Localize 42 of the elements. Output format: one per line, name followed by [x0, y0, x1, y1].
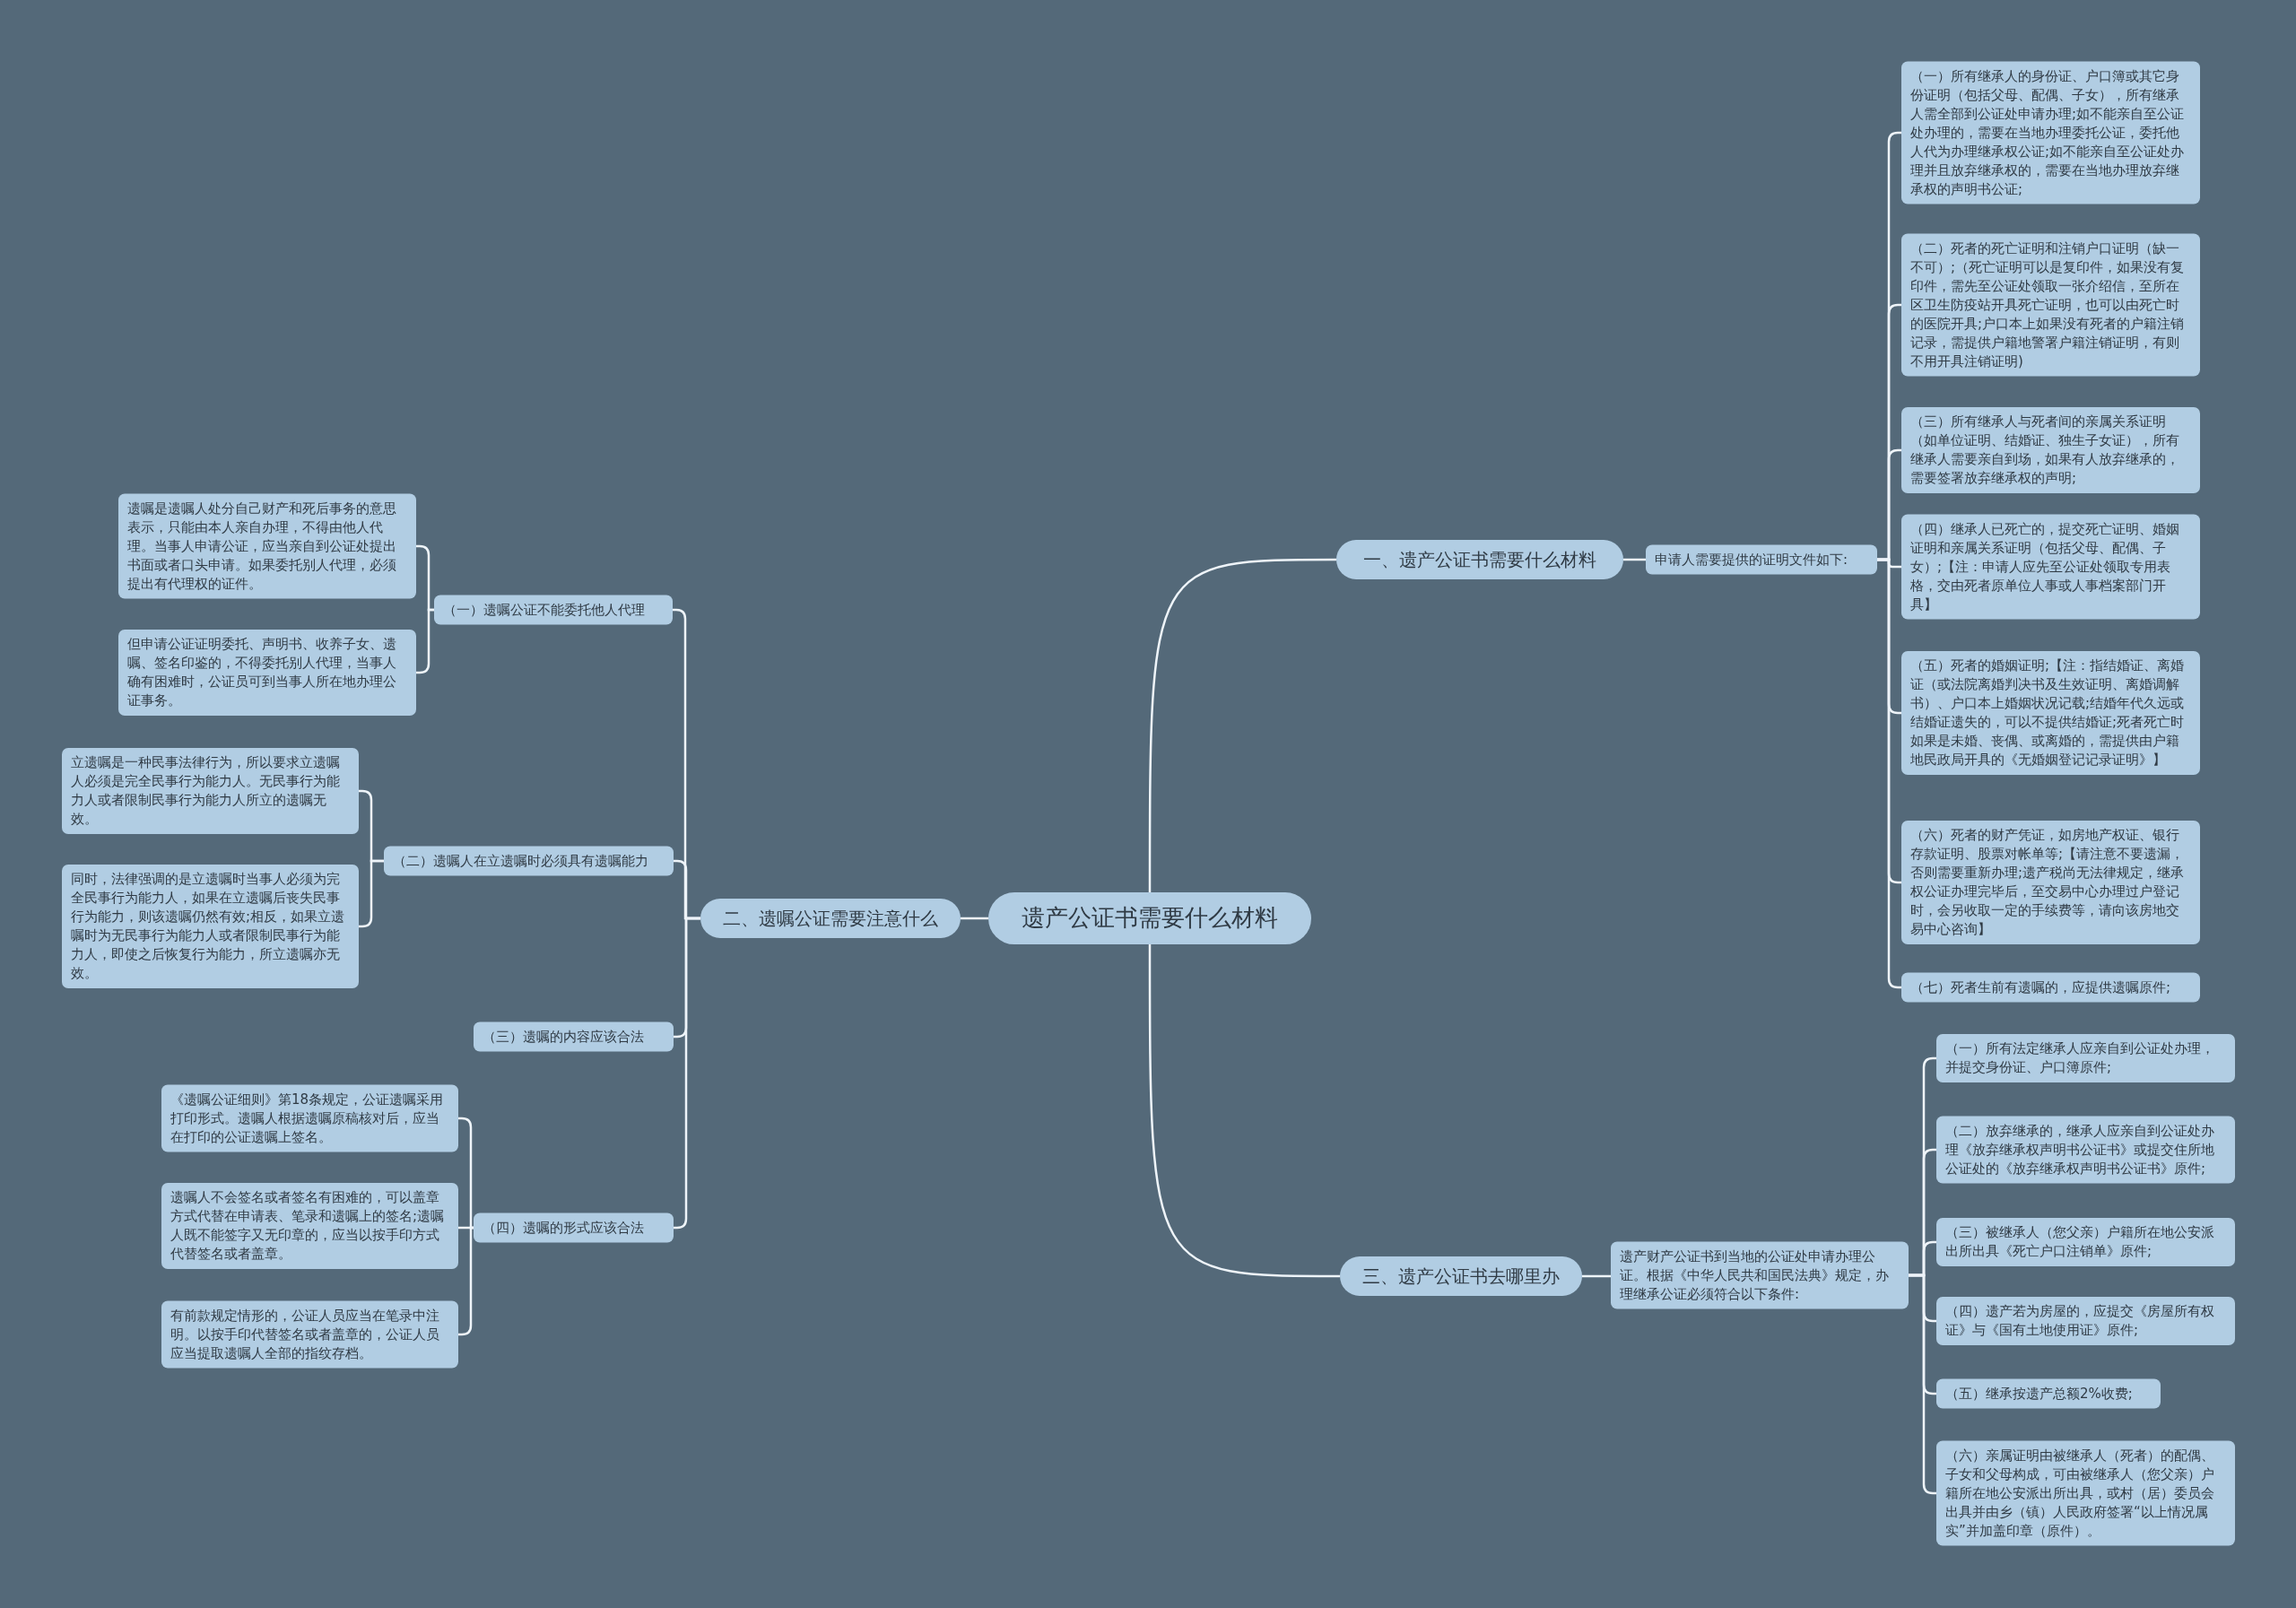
branch-topic: 三、遗产公证书去哪里办	[1340, 1256, 1582, 1296]
topic-box: 立遗嘱是一种民事法律行为，所以要求立遗嘱人必须是完全民事行为能力人。无民事行为能力人或者限制民事行为能力人所立的遗嘱无效。	[62, 748, 359, 834]
topic-box: （三）被继承人（您父亲）户籍所在地公安派出所出具《死亡户口注销单》原件;	[1936, 1218, 2235, 1266]
topic-box: （二）死者的死亡证明和注销户口证明（缺一不可）;（死亡证明可以是复印件，如果没有复印件，需先至公证处领取一张介绍信，至所在区卫生防疫站开具死亡证明，也可以由死亡时的医院开具;户口本上如果没有死者的户籍注销记录，需提供户籍地警署户籍注销证明，有则不用开具注销证明)	[1901, 233, 2200, 377]
topic-box: 申请人需要提供的证明文件如下:	[1646, 544, 1877, 575]
connector-line	[458, 1226, 474, 1336]
branch-topic: 一、遗产公证书需要什么材料	[1336, 540, 1623, 579]
connector-line	[1148, 944, 1340, 1278]
topic-box: 有前款规定情形的，公证人员应当在笔录中注明。以按手印代替签名或者盖章的，公证人员应当提取遗嘱人全部的指纹存档。	[161, 1300, 458, 1369]
connector-line	[1909, 1273, 1936, 1495]
topic-box: 但申请公证证明委托、声明书、收养子女、遗嘱、签名印鉴的，不得委托别人代理，当事人确有困难时，公证员可到当事人所在地办理公证事务。	[118, 630, 416, 716]
topic-box: （六）亲属证明由被继承人（死者）的配偶、子女和父母构成，可由被继承人（您父亲）户籍所在地公安派出所出具，或村（居）委员会出具并由乡（镇）人民政府签署“以上情况属实”并加盖印章（原件）。	[1936, 1440, 2235, 1546]
connector-line	[1877, 558, 1901, 989]
connector-line	[961, 917, 988, 920]
connector-line	[1623, 558, 1646, 561]
topic-box: （一）所有法定继承人应亲自到公证处办理，并提交身份证、户口簿原件;	[1936, 1034, 2235, 1082]
topic-box: 遗产财产公证书到当地的公证处申请办理公证。根据《中华人民共和国民法典》规定，办理继承公证必须符合以下条件:	[1611, 1241, 1909, 1309]
topic-box: （一）遗嘱公证不能委托他人代理	[434, 595, 673, 625]
connector-line	[458, 1117, 474, 1230]
connector-line	[359, 859, 384, 928]
topic-box: （三）所有继承人与死者间的亲属关系证明（如单位证明、结婚证、独生子女证），所有继承人需要亲自到场，如果有人放弃继承的，需要签署放弃继承权的声明;	[1901, 407, 2200, 493]
topic-box: （二）放弃继承的，继承人应亲自到公证处办理《放弃继承权声明书公证书》或提交住所地公证处的《放弃继承权声明书公证书》原件;	[1936, 1116, 2235, 1184]
branch-topic: 二、遗嘱公证需要注意什么	[700, 899, 961, 938]
topic-box: （二）遗嘱人在立遗嘱时必须具有遗嘱能力	[384, 846, 674, 876]
topic-box: （四）遗产若为房屋的，应提交《房屋所有权证》与《国有土地使用证》原件;	[1936, 1297, 2235, 1345]
topic-box: （四）继承人已死亡的，提交死亡证明、婚姻证明和亲属关系证明（包括父母、配偶、子女）;【注：申请人应先至公证处领取专用表格，交由死者原单位人事或人事档案部门开具】	[1901, 514, 2200, 620]
topic-box: （六）死者的财产凭证，如房地产权证、银行存款证明、股票对帐单等;【请注意不要遗漏，否则需要重新办理;遗产税尚无法律规定，继承权公证办理完毕后，至交易中心办理过户登记时，会另收取一定的手续费等，请向该房地交易中心咨询】	[1901, 821, 2200, 944]
connector-line	[1148, 558, 1336, 892]
connector-line	[674, 917, 700, 1230]
connector-line	[1582, 1274, 1611, 1278]
topic-box: （七）死者生前有遗嘱的，应提供遗嘱原件;	[1901, 972, 2200, 1003]
topic-box: 遗嘱人不会签名或者签名有困难的，可以盖章方式代替在申请表、笔录和遗嘱上的签名;遗嘱人既不能签字又无印章的，应当以按手印方式代替签名或者盖章。	[161, 1183, 458, 1269]
topic-box: 遗嘱是遗嘱人处分自己财产和死后事务的意思表示，只能由本人亲自办理，不得由他人代理。当事人申请公证，应当亲自到公证处提出书面或者口头申请。如果委托别人代理，必须提出有代理权的证件。	[118, 493, 416, 599]
topic-box: （三）遗嘱的内容应该合法	[474, 1021, 674, 1052]
topic-box: （五）继承按遗产总额2%收费;	[1936, 1378, 2161, 1409]
topic-box: 同时，法律强调的是立遗嘱时当事人必须为完全民事行为能力人，如果在立遗嘱后丧失民事行为能力，则该遗嘱仍然有效;相反，如果立遗嘱时为无民事行为能力人或者限制民事行为能力人，即使之后恢复行为能力，所立遗嘱亦无效。	[62, 865, 359, 988]
connector-line	[416, 608, 434, 674]
topic-box: （一）所有继承人的身份证、户口簿或其它身份证明（包括父母、配偶、子女），所有继承人需全部到公证处申请办理;如不能亲自至公证处办理的，需要在当地办理委托公证，委托他人代为办理继承权公证;如不能亲自至公证处办理并且放弃继承权的，需要在当地办理放弃继承权的声明书公证;	[1901, 61, 2200, 204]
topic-box: 《遗嘱公证细则》第18条规定，公证遗嘱采用打印形式。遗嘱人根据遗嘱原稿核对后，应当在打印的公证遗嘱上签名。	[161, 1084, 458, 1152]
topic-box: （四）遗嘱的形式应该合法	[474, 1213, 674, 1243]
central-topic: 遗产公证书需要什么材料	[988, 892, 1311, 944]
topic-box: （五）死者的婚姻证明;【注：指结婚证、离婚证（或法院离婚判决书及生效证明、离婚调解书）、户口本上婚姻状况记载;结婚年代久远或结婚证遗失的，可以不提供结婚证;死者死亡时如果是未婚、丧偶、或离婚的，需提供由户籍地民政局开具的《无婚姻登记记录证明》】	[1901, 651, 2200, 775]
